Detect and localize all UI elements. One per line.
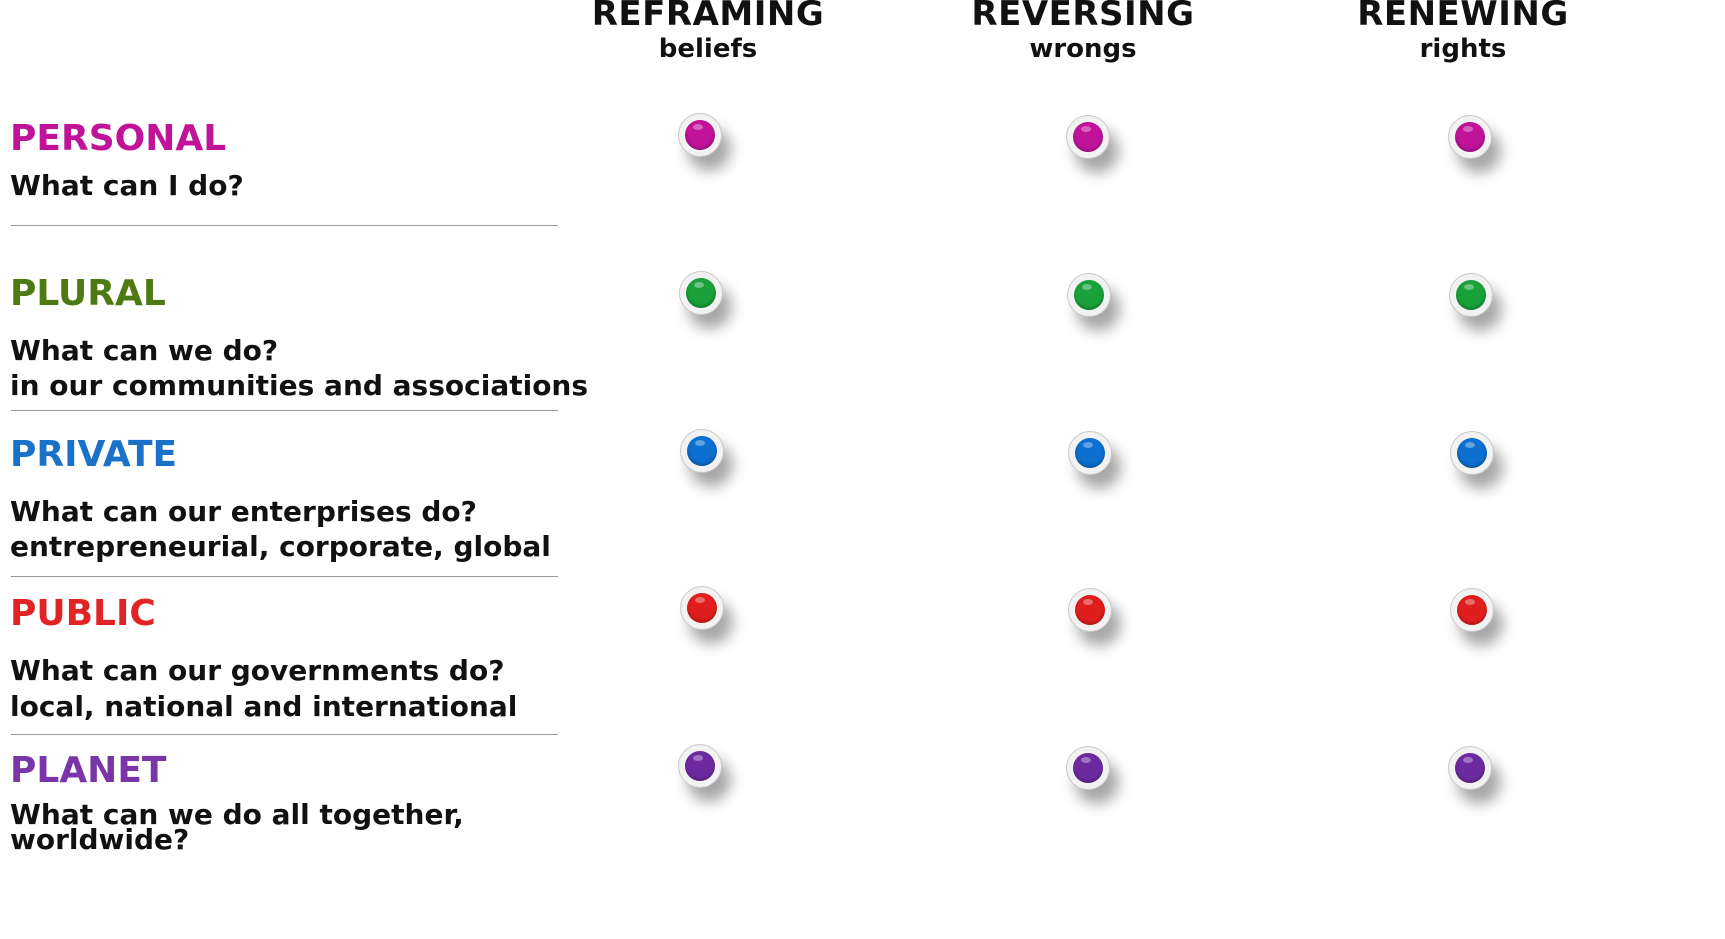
dot-core — [687, 436, 717, 466]
dot-private-reversing — [1068, 431, 1112, 475]
dot-core — [1075, 595, 1105, 625]
dot-core — [685, 751, 715, 781]
dot-personal-reframing — [678, 113, 722, 157]
column-subtitle: wrongs — [1029, 34, 1137, 64]
row-question-planet: What can we do all together, — [10, 798, 464, 831]
row-question-plural: What can we do? — [10, 334, 279, 367]
dot-public-reframing — [680, 586, 724, 630]
dot-core — [1075, 438, 1105, 468]
dot-core — [686, 278, 716, 308]
dot-plural-reframing — [679, 271, 723, 315]
dot-core — [1457, 595, 1487, 625]
row-title-private: PRIVATE — [10, 434, 178, 475]
dot-core — [1074, 280, 1104, 310]
dot-private-reframing — [680, 429, 724, 473]
row-detail-planet: worldwide? — [10, 823, 190, 856]
column-header-reframing: REFRAMING beliefs — [558, 0, 858, 64]
column-subtitle: rights — [1419, 34, 1507, 64]
dot-public-renewing — [1450, 588, 1494, 632]
dot-core — [1455, 753, 1485, 783]
column-header-renewing: RENEWING rights — [1313, 0, 1613, 64]
dot-core — [687, 593, 717, 623]
row-title-planet: PLANET — [10, 750, 167, 791]
dot-planet-renewing — [1448, 746, 1492, 790]
row-detail-public: local, national and international — [10, 690, 518, 723]
dot-personal-reversing — [1066, 115, 1110, 159]
dot-planet-reversing — [1066, 746, 1110, 790]
dot-planet-reframing — [678, 744, 722, 788]
dot-core — [685, 120, 715, 150]
row-title-personal: PERSONAL — [10, 118, 227, 159]
row-question-personal: What can I do? — [10, 169, 244, 202]
row-divider — [11, 410, 558, 411]
dot-core — [1073, 122, 1103, 152]
dot-core — [1456, 280, 1486, 310]
row-divider — [11, 576, 558, 577]
row-divider — [11, 225, 558, 226]
dot-plural-reversing — [1067, 273, 1111, 317]
column-title: RENEWING — [1357, 0, 1569, 34]
row-divider — [11, 734, 558, 735]
dot-core — [1455, 122, 1485, 152]
row-detail-plural: in our communities and associations — [10, 369, 589, 402]
row-title-public: PUBLIC — [10, 593, 156, 634]
column-subtitle: beliefs — [658, 34, 758, 64]
column-title: REFRAMING — [591, 0, 825, 34]
column-header-reversing: REVERSING wrongs — [933, 0, 1233, 64]
dot-private-renewing — [1450, 431, 1494, 475]
row-detail-private: entrepreneurial, corporate, global — [10, 530, 551, 563]
dot-plural-renewing — [1449, 273, 1493, 317]
row-title-plural: PLURAL — [10, 273, 166, 314]
row-question-public: What can our governments do? — [10, 654, 505, 687]
dot-personal-renewing — [1448, 115, 1492, 159]
dot-public-reversing — [1068, 588, 1112, 632]
dot-core — [1457, 438, 1487, 468]
dot-core — [1073, 753, 1103, 783]
column-title: REVERSING — [971, 0, 1195, 34]
row-question-private: What can our enterprises do? — [10, 495, 477, 528]
